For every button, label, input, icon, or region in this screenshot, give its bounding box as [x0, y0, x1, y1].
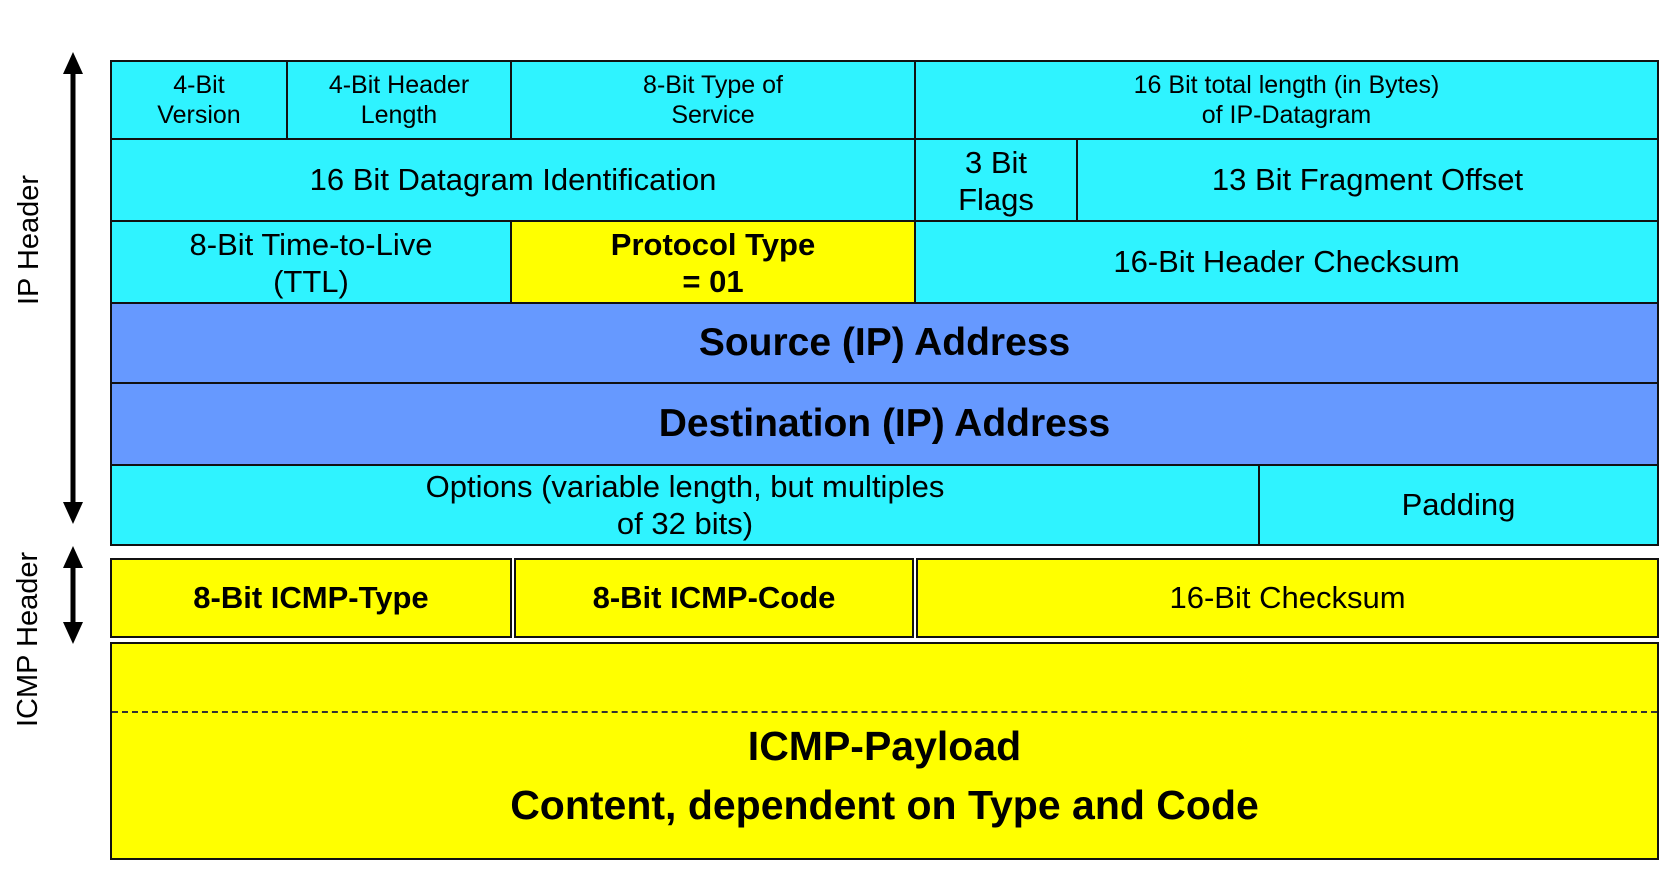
flags-field: 3 Bit Flags: [914, 138, 1078, 222]
ttl-label: 8-Bit Time-to-Live (TTL): [189, 227, 433, 300]
ip-header-arrow-top-head: [63, 52, 83, 74]
identification-field: 16 Bit Datagram Identification: [110, 138, 916, 222]
ip-header-arrow-bottom-head: [63, 502, 83, 524]
bracket-arrows: [63, 52, 83, 644]
icmp-header-label: ICMP Header: [12, 551, 44, 727]
version-field: 4-Bit Version: [110, 60, 288, 140]
flags-label: 3 Bit Flags: [958, 145, 1034, 218]
icmp-type-label: 8-Bit ICMP-Type: [193, 580, 429, 616]
source-address-label: Source (IP) Address: [698, 320, 1071, 364]
payload-dashed-divider: [112, 711, 1657, 713]
padding-label: Padding: [1401, 487, 1516, 523]
icmp-code-label: 8-Bit ICMP-Code: [592, 580, 836, 616]
header-checksum-label: 16-Bit Header Checksum: [1113, 244, 1460, 280]
destination-address-field: Destination (IP) Address: [110, 382, 1659, 466]
options-label: Options (variable length, but multiples …: [425, 468, 945, 541]
options-field: Options (variable length, but multiples …: [110, 464, 1260, 546]
type-of-service-field: 8-Bit Type of Service: [510, 60, 916, 140]
total-length-label: 16 Bit total length (in Bytes) of IP-Dat…: [1133, 71, 1440, 129]
icmp-checksum-field: 16-Bit Checksum: [916, 558, 1659, 638]
icmp-payload-text: ICMP-Payload Content, dependent on Type …: [510, 722, 1259, 830]
icmp-payload-subtitle: Content, dependent on Type and Code: [510, 781, 1259, 828]
icmp-payload-title: ICMP-Payload: [747, 722, 1022, 769]
icmp-header-arrow-top-head: [63, 546, 83, 568]
icmp-header-arrow-bottom-head: [63, 622, 83, 644]
icmp-payload-field: ICMP-Payload Content, dependent on Type …: [110, 642, 1659, 860]
protocol-type-field: Protocol Type = 01: [510, 220, 916, 304]
version-label: 4-Bit Version: [157, 71, 241, 129]
icmp-code-field: 8-Bit ICMP-Code: [514, 558, 914, 638]
ip-header-label: IP Header: [13, 174, 45, 305]
icmp-type-field: 8-Bit ICMP-Type: [110, 558, 512, 638]
ttl-field: 8-Bit Time-to-Live (TTL): [110, 220, 512, 304]
header-length-field: 4-Bit Header Length: [286, 60, 512, 140]
total-length-field: 16 Bit total length (in Bytes) of IP-Dat…: [914, 60, 1659, 140]
padding-field: Padding: [1258, 464, 1659, 546]
fragment-offset-label: 13 Bit Fragment Offset: [1211, 162, 1524, 198]
protocol-type-label: Protocol Type = 01: [610, 227, 816, 300]
destination-address-label: Destination (IP) Address: [658, 401, 1111, 445]
type-of-service-label: 8-Bit Type of Service: [643, 71, 783, 129]
fragment-offset-field: 13 Bit Fragment Offset: [1076, 138, 1659, 222]
identification-label: 16 Bit Datagram Identification: [309, 162, 717, 198]
header-checksum-field: 16-Bit Header Checksum: [914, 220, 1659, 304]
header-length-label: 4-Bit Header Length: [328, 71, 470, 129]
icmp-checksum-label: 16-Bit Checksum: [1169, 580, 1406, 616]
source-address-field: Source (IP) Address: [110, 302, 1659, 384]
